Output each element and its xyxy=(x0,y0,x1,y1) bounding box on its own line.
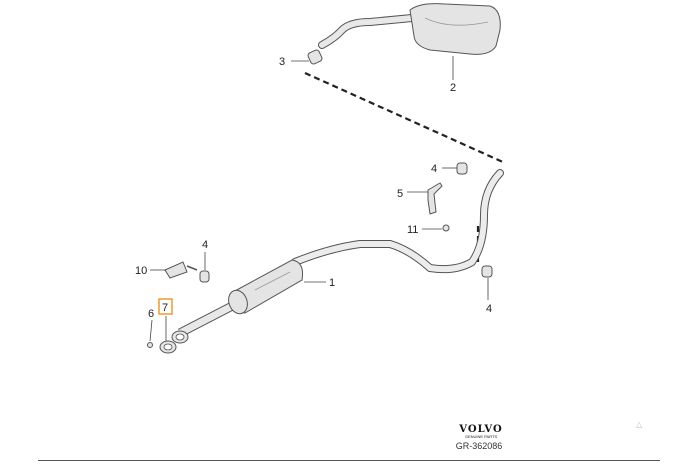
intermediate-pipe[interactable] xyxy=(291,169,504,274)
bracket-5[interactable] xyxy=(427,182,443,215)
footer-divider xyxy=(38,460,660,461)
rubber-mount-4-upper[interactable] xyxy=(456,162,468,175)
dashed-connector xyxy=(304,71,506,165)
callout-4-lower: 4 xyxy=(486,303,492,315)
diagram-code: GR-362086 xyxy=(455,441,503,451)
rubber-mount-4[interactable] xyxy=(199,270,210,283)
rubber-mount-4-lower[interactable] xyxy=(481,265,493,278)
middle-silencer[interactable] xyxy=(225,259,303,316)
callout-7[interactable]: 7 xyxy=(162,302,168,314)
volvo-logo: VOLVO GENUINE PARTS GR-362086 xyxy=(455,424,507,451)
front-pipe[interactable] xyxy=(177,299,241,337)
callout-4-front: 4 xyxy=(202,239,208,251)
gasket-7[interactable] xyxy=(159,340,177,354)
bracket-10[interactable] xyxy=(164,261,188,279)
callout-6: 6 xyxy=(148,308,154,320)
bolt-11[interactable] xyxy=(442,224,450,232)
callout-4-upper: 4 xyxy=(431,163,437,175)
callout-11: 11 xyxy=(407,224,418,236)
triangle-mark-icon: △ xyxy=(636,420,643,429)
brand-name: VOLVO xyxy=(459,424,503,435)
callout-2: 2 xyxy=(450,82,456,94)
nut-6[interactable] xyxy=(147,342,153,348)
rear-silencer[interactable] xyxy=(318,3,501,55)
clamp-3[interactable] xyxy=(307,49,323,65)
callout-5: 5 xyxy=(397,188,403,200)
brand-subtitle: GENUINE PARTS xyxy=(464,434,498,439)
callout-10: 10 xyxy=(135,265,147,277)
callout-1: 1 xyxy=(329,277,335,289)
front-flange[interactable] xyxy=(171,330,189,344)
highlight-box-7 xyxy=(158,298,173,315)
callout-3: 3 xyxy=(279,56,285,68)
